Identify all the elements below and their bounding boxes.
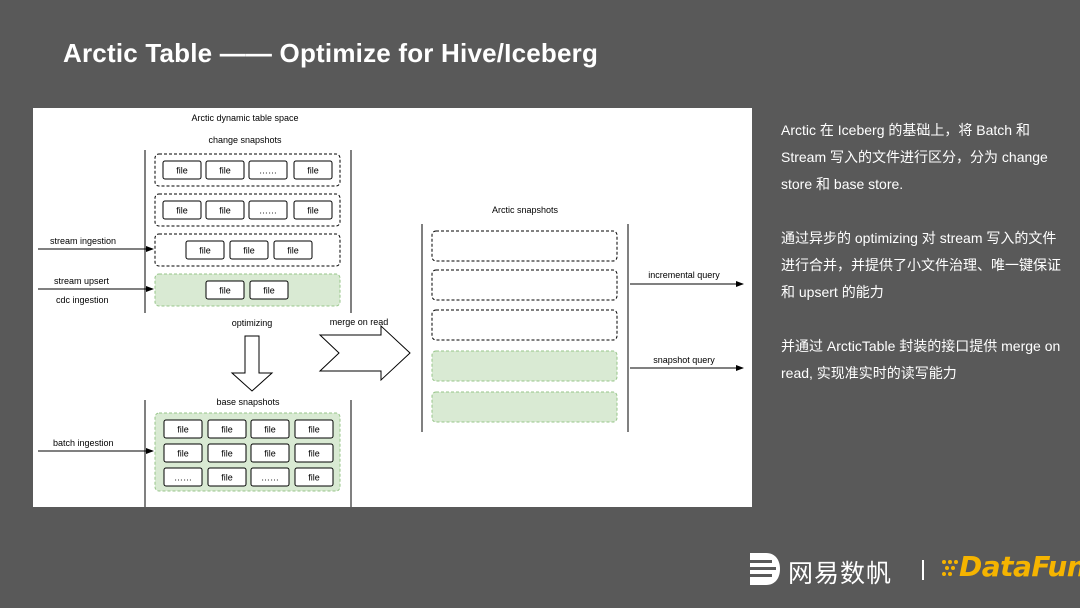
ellipsis-box: [248, 200, 288, 220]
snapshot-query-label: snapshot query: [653, 355, 715, 365]
arctic-snapshot-box: [431, 230, 618, 262]
file-box: [185, 240, 225, 260]
description-paragraph-3: 并通过 ArcticTable 封装的接口提供 merge on read, 实…: [781, 338, 1061, 381]
file-box: [294, 443, 334, 463]
file-box: [229, 240, 269, 260]
description-paragraph-1: Arctic 在 Iceberg 的基础上，将 Batch 和 Stream 写…: [781, 122, 1048, 192]
file-box: [250, 419, 290, 439]
file-label: file: [221, 473, 233, 483]
base-snapshots-label: base snapshots: [216, 397, 280, 407]
ellipsis-box: [250, 467, 290, 487]
file-label: file: [221, 425, 233, 435]
change-row-2-files: file file …… file: [162, 200, 333, 220]
file-label: file: [307, 206, 319, 216]
file-box: [293, 200, 333, 220]
file-box: [205, 160, 245, 180]
file-box: [293, 160, 333, 180]
description-panel: Arctic 在 Iceberg 的基础上，将 Batch 和 Stream 写…: [781, 117, 1066, 414]
file-label: file: [307, 166, 319, 176]
change-snapshot-box: [154, 233, 341, 267]
file-box: [207, 467, 247, 487]
merge-on-read-arrow: [318, 324, 411, 382]
file-box: [250, 443, 290, 463]
file-box: [163, 443, 203, 463]
file-box: [162, 200, 202, 220]
file-label: file: [219, 286, 231, 296]
file-label: file: [308, 449, 320, 459]
merge-on-read-label: merge on read: [330, 317, 389, 327]
batch-ingestion-label: batch ingestion: [53, 438, 114, 448]
arctic-architecture-diagram: Arctic dynamic table space change snapsh…: [33, 108, 752, 507]
space-label: Arctic dynamic table space: [191, 113, 298, 123]
footer-logos: 网易数帆 DataFun.: [748, 548, 1080, 598]
ellipsis-label: ……: [261, 473, 279, 483]
file-label: file: [264, 425, 276, 435]
netease-logo-icon: [750, 553, 780, 585]
arctic-snapshot-box: [431, 309, 618, 341]
file-box: [294, 419, 334, 439]
change-row-3-files: file file file: [185, 240, 313, 260]
file-box: [207, 419, 247, 439]
file-label: file: [308, 473, 320, 483]
optimizing-arrow: [230, 335, 274, 392]
ellipsis-label: ……: [259, 166, 277, 176]
file-label: file: [308, 425, 320, 435]
file-label: file: [219, 206, 231, 216]
file-box: [162, 160, 202, 180]
ellipsis-box: [163, 467, 203, 487]
change-row-4-files: file file: [205, 280, 289, 300]
arctic-snapshot-box-green: [431, 391, 618, 423]
file-label: file: [176, 166, 188, 176]
ellipsis-label: ……: [259, 206, 277, 216]
file-label: file: [177, 425, 189, 435]
file-label: file: [287, 246, 299, 256]
arctic-snapshot-box: [431, 269, 618, 301]
file-box: [207, 443, 247, 463]
logo-divider: [922, 560, 924, 580]
file-box: [273, 240, 313, 260]
file-box: [249, 280, 289, 300]
description-paragraph-2: 通过异步的 optimizing 对 stream 写入的文件进行合并，并提供了…: [781, 230, 1061, 300]
arctic-snapshots-label: Arctic snapshots: [492, 205, 559, 215]
arctic-snapshot-box-green: [431, 350, 618, 382]
file-box: [205, 200, 245, 220]
file-label: file: [176, 206, 188, 216]
datafun-logo-text: DataFun.: [959, 550, 1080, 583]
change-snapshot-box: [154, 193, 341, 227]
file-label: file: [243, 246, 255, 256]
datafun-dots-icon: [942, 560, 958, 576]
stream-upsert-label: stream upsert: [54, 276, 110, 286]
file-label: file: [219, 166, 231, 176]
change-snapshots-label: change snapshots: [208, 135, 282, 145]
file-label: file: [264, 449, 276, 459]
page-title: Arctic Table —— Optimize for Hive/Iceber…: [63, 38, 599, 68]
ellipsis-box: [248, 160, 288, 180]
netease-logo-text: 网易数帆: [788, 559, 893, 588]
file-label: file: [199, 246, 211, 256]
file-box: [205, 280, 245, 300]
cdc-ingestion-label: cdc ingestion: [56, 295, 109, 305]
base-files: file file file file file file file file …: [163, 419, 334, 487]
file-box: [294, 467, 334, 487]
change-upsert-box: [154, 273, 341, 307]
change-row-1-files: file file …… file: [162, 160, 333, 180]
stream-ingestion-label: stream ingestion: [50, 236, 116, 246]
ellipsis-label: ……: [174, 473, 192, 483]
file-label: file: [263, 286, 275, 296]
file-label: file: [221, 449, 233, 459]
change-snapshot-box: [154, 153, 341, 187]
file-box: [163, 419, 203, 439]
incremental-query-label: incremental query: [648, 270, 720, 280]
optimizing-label: optimizing: [232, 318, 273, 328]
file-label: file: [177, 449, 189, 459]
